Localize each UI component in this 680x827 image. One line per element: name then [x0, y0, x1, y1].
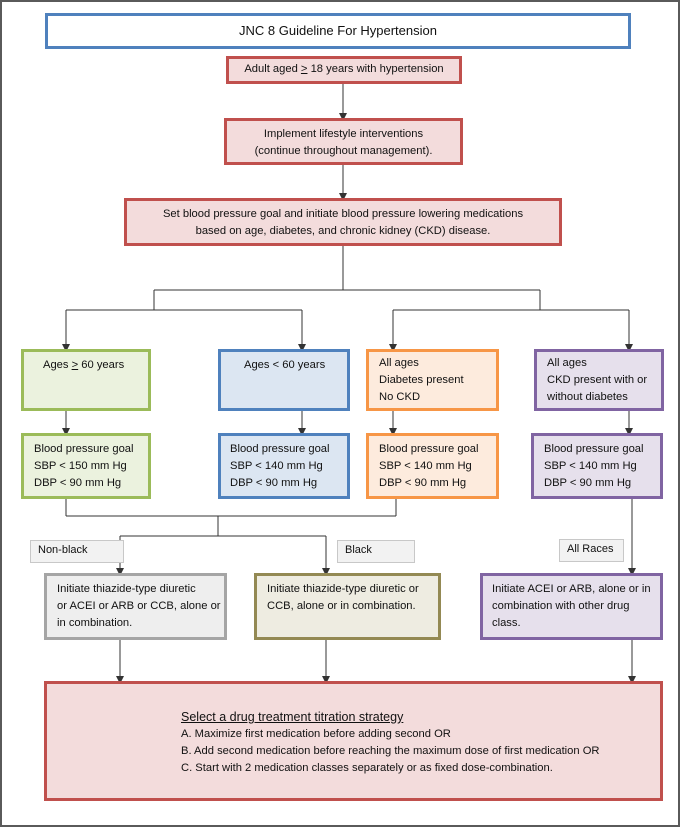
option-c: C. Start with 2 medication classes separ…	[181, 762, 553, 774]
treatment-nonblack: Initiate thiazide-type diuretic or ACEI …	[44, 573, 227, 640]
goal-diabetes: Blood pressure goal SBP < 140 mm Hg DBP …	[366, 433, 499, 499]
chart-title: JNC 8 Guideline For Hypertension	[45, 13, 631, 49]
goal-box: Set blood pressure goal and initiate blo…	[124, 198, 562, 246]
treatment-black: Initiate thiazide-type diuretic or CCB, …	[254, 573, 441, 640]
goal-ckd: Blood pressure goal SBP < 140 mm Hg DBP …	[531, 433, 663, 499]
option-a: A. Maximize first medication before addi…	[181, 728, 451, 740]
option-b: B. Add second medication before reaching…	[181, 745, 600, 757]
treatment-ckd: Initiate ACEI or ARB, alone or in combin…	[480, 573, 663, 640]
tag-black: Black	[337, 540, 415, 563]
titration-strategy-box: Select a drug treatment titration strate…	[44, 681, 663, 801]
lifestyle-box: Implement lifestyle interventions (conti…	[224, 118, 463, 165]
tag-all-races: All Races	[559, 539, 624, 562]
tag-nonblack: Non-black	[30, 540, 124, 563]
start-box: Adult aged > 18 years with hypertension	[226, 56, 462, 84]
group-ckd: All ages CKD present with or without dia…	[534, 349, 664, 411]
group-diabetes: All ages Diabetes present No CKD	[366, 349, 499, 411]
goal-age-under-60: Blood pressure goal SBP < 140 mm Hg DBP …	[218, 433, 350, 499]
group-age-60-plus: Ages > 60 years	[21, 349, 151, 411]
titration-heading: Select a drug treatment titration strate…	[181, 710, 404, 724]
group-age-under-60: Ages < 60 years	[218, 349, 350, 411]
goal-age-60-plus: Blood pressure goal SBP < 150 mm Hg DBP …	[21, 433, 151, 499]
